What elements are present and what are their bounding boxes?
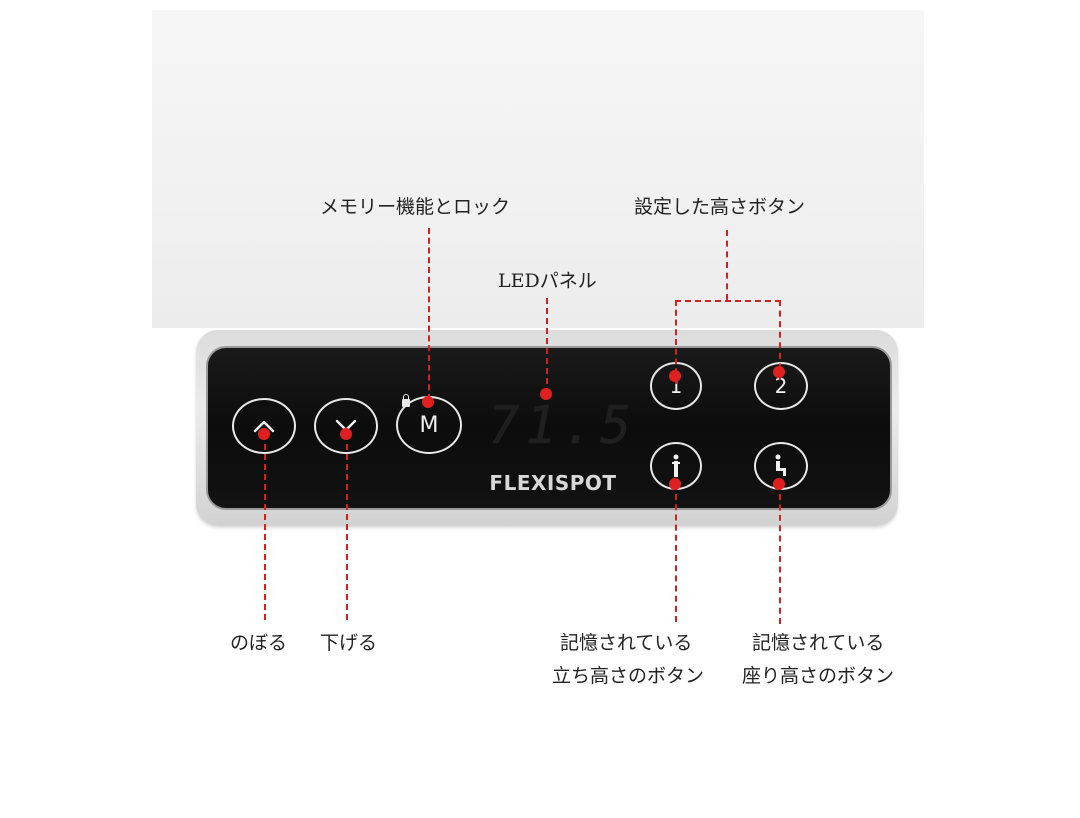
up-label: のぼる: [230, 632, 288, 654]
sitting-label-line1: 記憶されている: [752, 632, 885, 654]
brand-logo: FLEXISPOT: [489, 471, 617, 495]
preset-2-label: 2: [774, 374, 788, 398]
preset-2-marker: [773, 366, 785, 378]
up-marker: [258, 428, 270, 440]
preset-2-button[interactable]: 2: [754, 362, 808, 410]
led-display: 71.5: [488, 396, 638, 456]
sitting-label-line2: 座り高さのボタン: [742, 665, 895, 687]
standing-leader-line: [675, 484, 677, 622]
preset-bracket-line: [675, 300, 781, 302]
memory-button-label: M: [419, 412, 439, 438]
memory-marker: [422, 396, 434, 408]
standing-marker: [669, 478, 681, 490]
up-leader-line: [264, 434, 266, 620]
memory-leader-line: [428, 228, 430, 400]
lock-icon: [402, 394, 410, 407]
desk-top: [152, 10, 924, 328]
down-label: 下げる: [320, 632, 378, 654]
sitting-person-icon: [775, 454, 786, 476]
led-panel-label: LEDパネル: [498, 270, 597, 292]
sitting-leader-line: [779, 484, 781, 624]
standing-label-line1: 記憶されている: [560, 632, 693, 654]
led-leader-line: [546, 298, 548, 394]
preset-2-leader-line: [779, 300, 781, 380]
down-leader-line: [346, 434, 348, 620]
down-marker: [340, 428, 352, 440]
standing-label-line2: 立ち高さのボタン: [552, 665, 705, 687]
led-marker: [540, 388, 552, 400]
preset-1-leader-line: [675, 300, 677, 384]
chevron-up-icon: [253, 420, 275, 433]
sitting-marker: [773, 478, 785, 490]
preset-buttons-label: 設定した高さボタン: [634, 196, 806, 218]
memory-lock-label: メモリー機能とロック: [320, 196, 511, 218]
preset-leader-line: [726, 230, 728, 300]
standing-person-icon: [672, 454, 680, 477]
preset-1-marker: [669, 370, 681, 382]
